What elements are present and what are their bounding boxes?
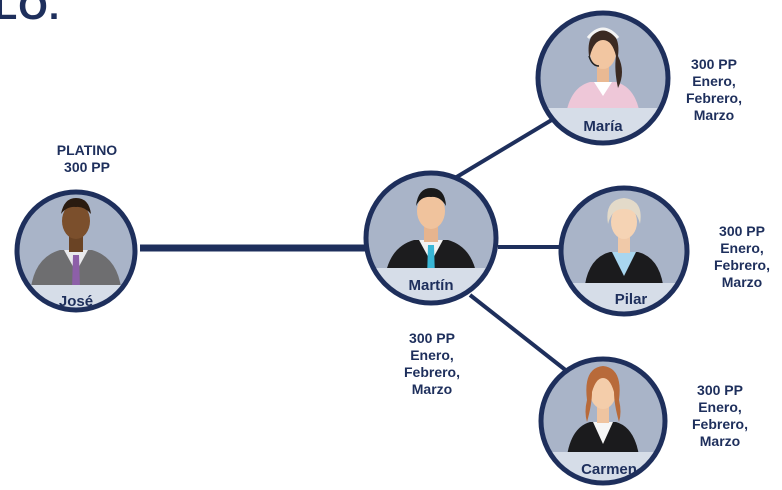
label-maria-line1: 300 PP	[691, 56, 737, 72]
node-martin: Martín	[363, 170, 499, 306]
label-pilar-line4: Marzo	[721, 274, 763, 290]
label-martin-line2: Enero,	[410, 347, 454, 363]
label-maria: 300 PP Enero, Febrero, Marzo	[676, 56, 752, 124]
label-jose: PLATINO 300 PP	[44, 142, 130, 176]
name-maria: María	[583, 118, 623, 135]
label-carmen-line2: Enero,	[698, 399, 742, 415]
label-pilar-line2: Enero,	[720, 240, 764, 256]
label-martin-line4: Marzo	[411, 381, 453, 397]
node-pilar: Pilar	[558, 185, 690, 317]
corner-title: LO.	[0, 0, 61, 28]
label-maria-line2: Enero,	[692, 73, 736, 89]
label-carmen-line4: Marzo	[699, 433, 741, 449]
label-jose-line1: PLATINO	[56, 142, 118, 158]
name-pilar: Pilar	[615, 291, 648, 308]
label-maria-line4: Marzo	[693, 107, 735, 123]
label-jose-line2: 300 PP	[64, 159, 110, 175]
node-carmen: Carmen	[538, 356, 668, 486]
label-martin: 300 PP Enero, Febrero, Marzo	[392, 330, 472, 398]
label-carmen: 300 PP Enero, Febrero, Marzo	[680, 382, 760, 450]
label-martin-line1: 300 PP	[409, 330, 455, 346]
node-jose: José	[14, 189, 138, 313]
label-carmen-line3: Febrero,	[691, 416, 748, 432]
label-pilar: 300 PP Enero, Febrero, Marzo	[702, 223, 782, 291]
name-carmen: Carmen	[581, 461, 637, 478]
label-pilar-line1: 300 PP	[719, 223, 765, 239]
connector-martin-maria	[453, 110, 567, 180]
label-martin-line3: Febrero,	[403, 364, 460, 380]
label-carmen-line1: 300 PP	[697, 382, 743, 398]
label-maria-line3: Febrero,	[685, 90, 742, 106]
name-jose: José	[59, 293, 93, 310]
label-pilar-line3: Febrero,	[713, 257, 770, 273]
connector-martin-carmen	[468, 293, 570, 374]
node-maria: María	[535, 10, 671, 146]
name-martin: Martín	[409, 277, 454, 294]
